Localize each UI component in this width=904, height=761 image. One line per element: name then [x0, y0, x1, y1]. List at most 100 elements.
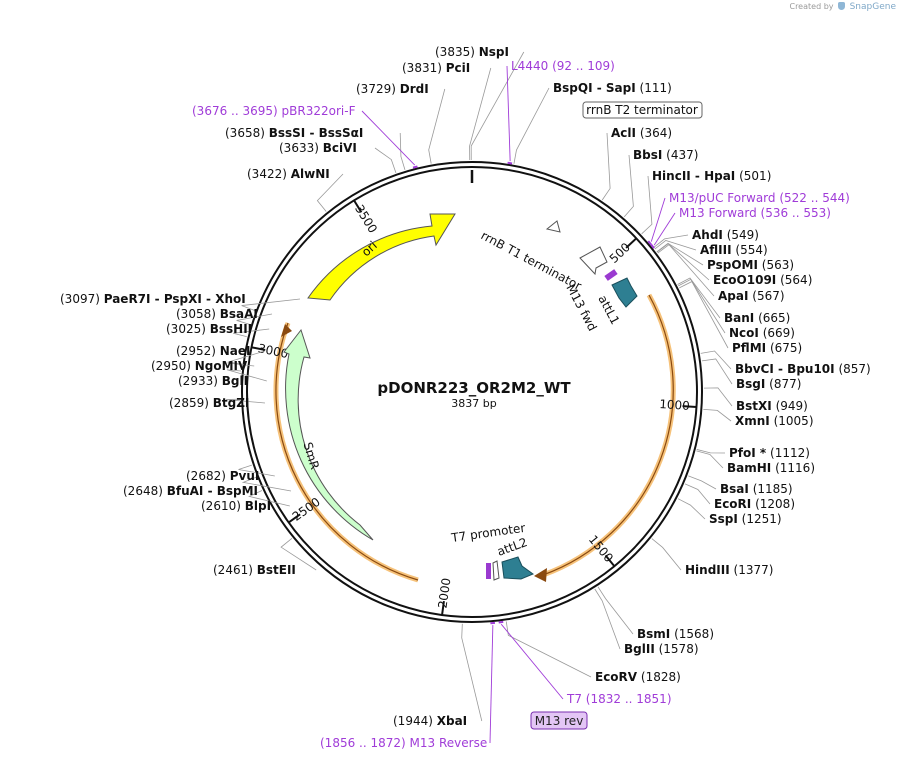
svg-text:(3835) NspI: (3835) NspI: [435, 45, 509, 59]
site-name: PvuI: [230, 469, 260, 483]
leader-line: [678, 278, 726, 334]
site-bglii: BglII (1578): [624, 642, 699, 656]
site-name: AhdI: [692, 228, 723, 242]
site-name: BlpI: [245, 499, 271, 513]
primer-pbr322ori-f: (3676 .. 3695) pBR322ori-F: [192, 104, 356, 118]
site-pcii: (3831) PciI: [402, 61, 470, 75]
leader-line: [653, 234, 689, 248]
leader-lines: [226, 51, 733, 744]
m13-rev-box: M13 rev: [530, 711, 588, 730]
m13-rev-box-label: M13 rev: [535, 714, 584, 728]
site-name: PaeR7I - PspXI - XhoI: [104, 292, 246, 306]
attl2-label: attL2: [495, 535, 529, 559]
site-position: (564): [780, 273, 812, 287]
primer-leader-line: [653, 212, 676, 246]
site-name: BsmI: [637, 627, 670, 641]
site-drdi: (3729) DrdI: [356, 82, 429, 96]
leader-line: [374, 147, 397, 173]
site-name: AclI: [611, 126, 636, 140]
site-position: (364): [640, 126, 672, 140]
site-name: BglI: [222, 374, 248, 388]
site-name: BamHI: [727, 461, 771, 475]
svg-text:HincII - HpaI (501): HincII - HpaI (501): [652, 169, 771, 183]
svg-text:HindIII (1377): HindIII (1377): [685, 563, 773, 577]
site-position: (3831): [402, 61, 442, 75]
t7-promoter-arrow: [492, 560, 500, 581]
primer-binding-mark: [498, 620, 504, 624]
leader-line: [684, 483, 711, 505]
site-position: (3633): [279, 141, 319, 155]
smr-orf-arrowhead: [281, 324, 292, 337]
site-name: BsaI: [720, 482, 749, 496]
site-position: (877): [769, 377, 801, 391]
leader-line: [677, 277, 721, 319]
site-bgli: (2933) BglI: [178, 374, 248, 388]
site-position: (2859): [169, 396, 209, 410]
tick-mark: [353, 199, 363, 213]
site-naei: (2952) NaeI: [176, 344, 250, 358]
site-ahdi: AhdI (549): [692, 228, 759, 242]
site-name: NgoMIV: [195, 359, 248, 373]
site-alwni: (3422) AlwNI: [247, 167, 330, 181]
plasmid-name: pDONR223_OR2M2_WT: [377, 379, 571, 397]
site-position: (501): [739, 169, 771, 183]
site-position: (2952): [176, 344, 216, 358]
site-name: BbvCI - Bpu10I: [735, 362, 835, 376]
site-name: PfoI *: [729, 446, 767, 460]
site-name: EcoRV: [595, 670, 638, 684]
svg-text:(3633) BciVI: (3633) BciVI: [279, 141, 357, 155]
primer-leader-line: [506, 65, 511, 162]
primer-l4440: L4440 (92 .. 109): [511, 59, 615, 73]
site-ncoi: NcoI (669): [729, 326, 795, 340]
primer-binding-mark: [650, 244, 655, 249]
leader-line: [623, 154, 634, 218]
leader-line: [505, 621, 592, 678]
site-bsssi-bsss-i: (3658) BssSI - BssSαI: [225, 126, 363, 140]
site-position: (2933): [178, 374, 218, 388]
leader-line: [700, 350, 732, 370]
site-name: DrdI: [400, 82, 429, 96]
primer-name: T7: [566, 692, 582, 706]
svg-text:ApaI (567): ApaI (567): [718, 289, 785, 303]
svg-text:BsmI (1568): BsmI (1568): [637, 627, 714, 641]
svg-text:EcoO109I (564): EcoO109I (564): [713, 273, 812, 287]
leader-line: [469, 67, 492, 161]
site-name: BfuAI - BspMI: [167, 484, 258, 498]
svg-text:BstXI (949): BstXI (949): [736, 399, 808, 413]
leader-line: [677, 498, 706, 520]
site-position: (111): [640, 81, 672, 95]
tick-mark: [682, 405, 697, 409]
leader-line: [696, 450, 724, 469]
site-position: (567): [752, 289, 784, 303]
leader-line: [399, 132, 406, 171]
smr-feature: SmR: [283, 328, 374, 541]
attl2-feature: attL2 T7 promoter: [449, 521, 535, 581]
svg-text:EcoRV (1828): EcoRV (1828): [595, 670, 681, 684]
site-position: (2648): [123, 484, 163, 498]
svg-text:(3058) BsaAI: (3058) BsaAI: [176, 307, 258, 321]
primer-binding-mark: [647, 240, 652, 246]
leader-line: [226, 398, 266, 404]
site-pfoi: PfoI * (1112): [729, 446, 810, 460]
leader-line: [701, 358, 733, 385]
svg-text:PspOMI (563): PspOMI (563): [707, 258, 794, 272]
svg-text:(2648) BfuAI - BspMI: (2648) BfuAI - BspMI: [123, 484, 258, 498]
svg-text:XmnI (1005): XmnI (1005): [735, 414, 814, 428]
site-bcivi: (3633) BciVI: [279, 141, 357, 155]
site-nspi: (3835) NspI: [435, 45, 509, 59]
svg-text:AflIII (554): AflIII (554): [700, 243, 768, 257]
site-sspi: SspI (1251): [709, 512, 782, 526]
site-bamhi: BamHI (1116): [727, 461, 815, 475]
primer-name: M13 Reverse: [410, 736, 488, 750]
backbone-outer-circle: [241, 161, 703, 623]
site-name: BtgZI: [213, 396, 250, 410]
site-name: BstEII: [257, 563, 296, 577]
svg-text:(2859) BtgZI: (2859) BtgZI: [169, 396, 249, 410]
snapgene-logo-icon: [838, 2, 846, 10]
primer-name: pBR322ori-F: [282, 104, 356, 118]
attl2-arrow: [501, 556, 535, 580]
site-labels: (3835) NspI (3831) PciI (3729) DrdI (3658) …: [60, 45, 871, 728]
leader-line: [513, 87, 550, 164]
leader-line: [601, 132, 611, 201]
site-bfuai-bspmi: (2648) BfuAI - BspMI: [123, 484, 258, 498]
